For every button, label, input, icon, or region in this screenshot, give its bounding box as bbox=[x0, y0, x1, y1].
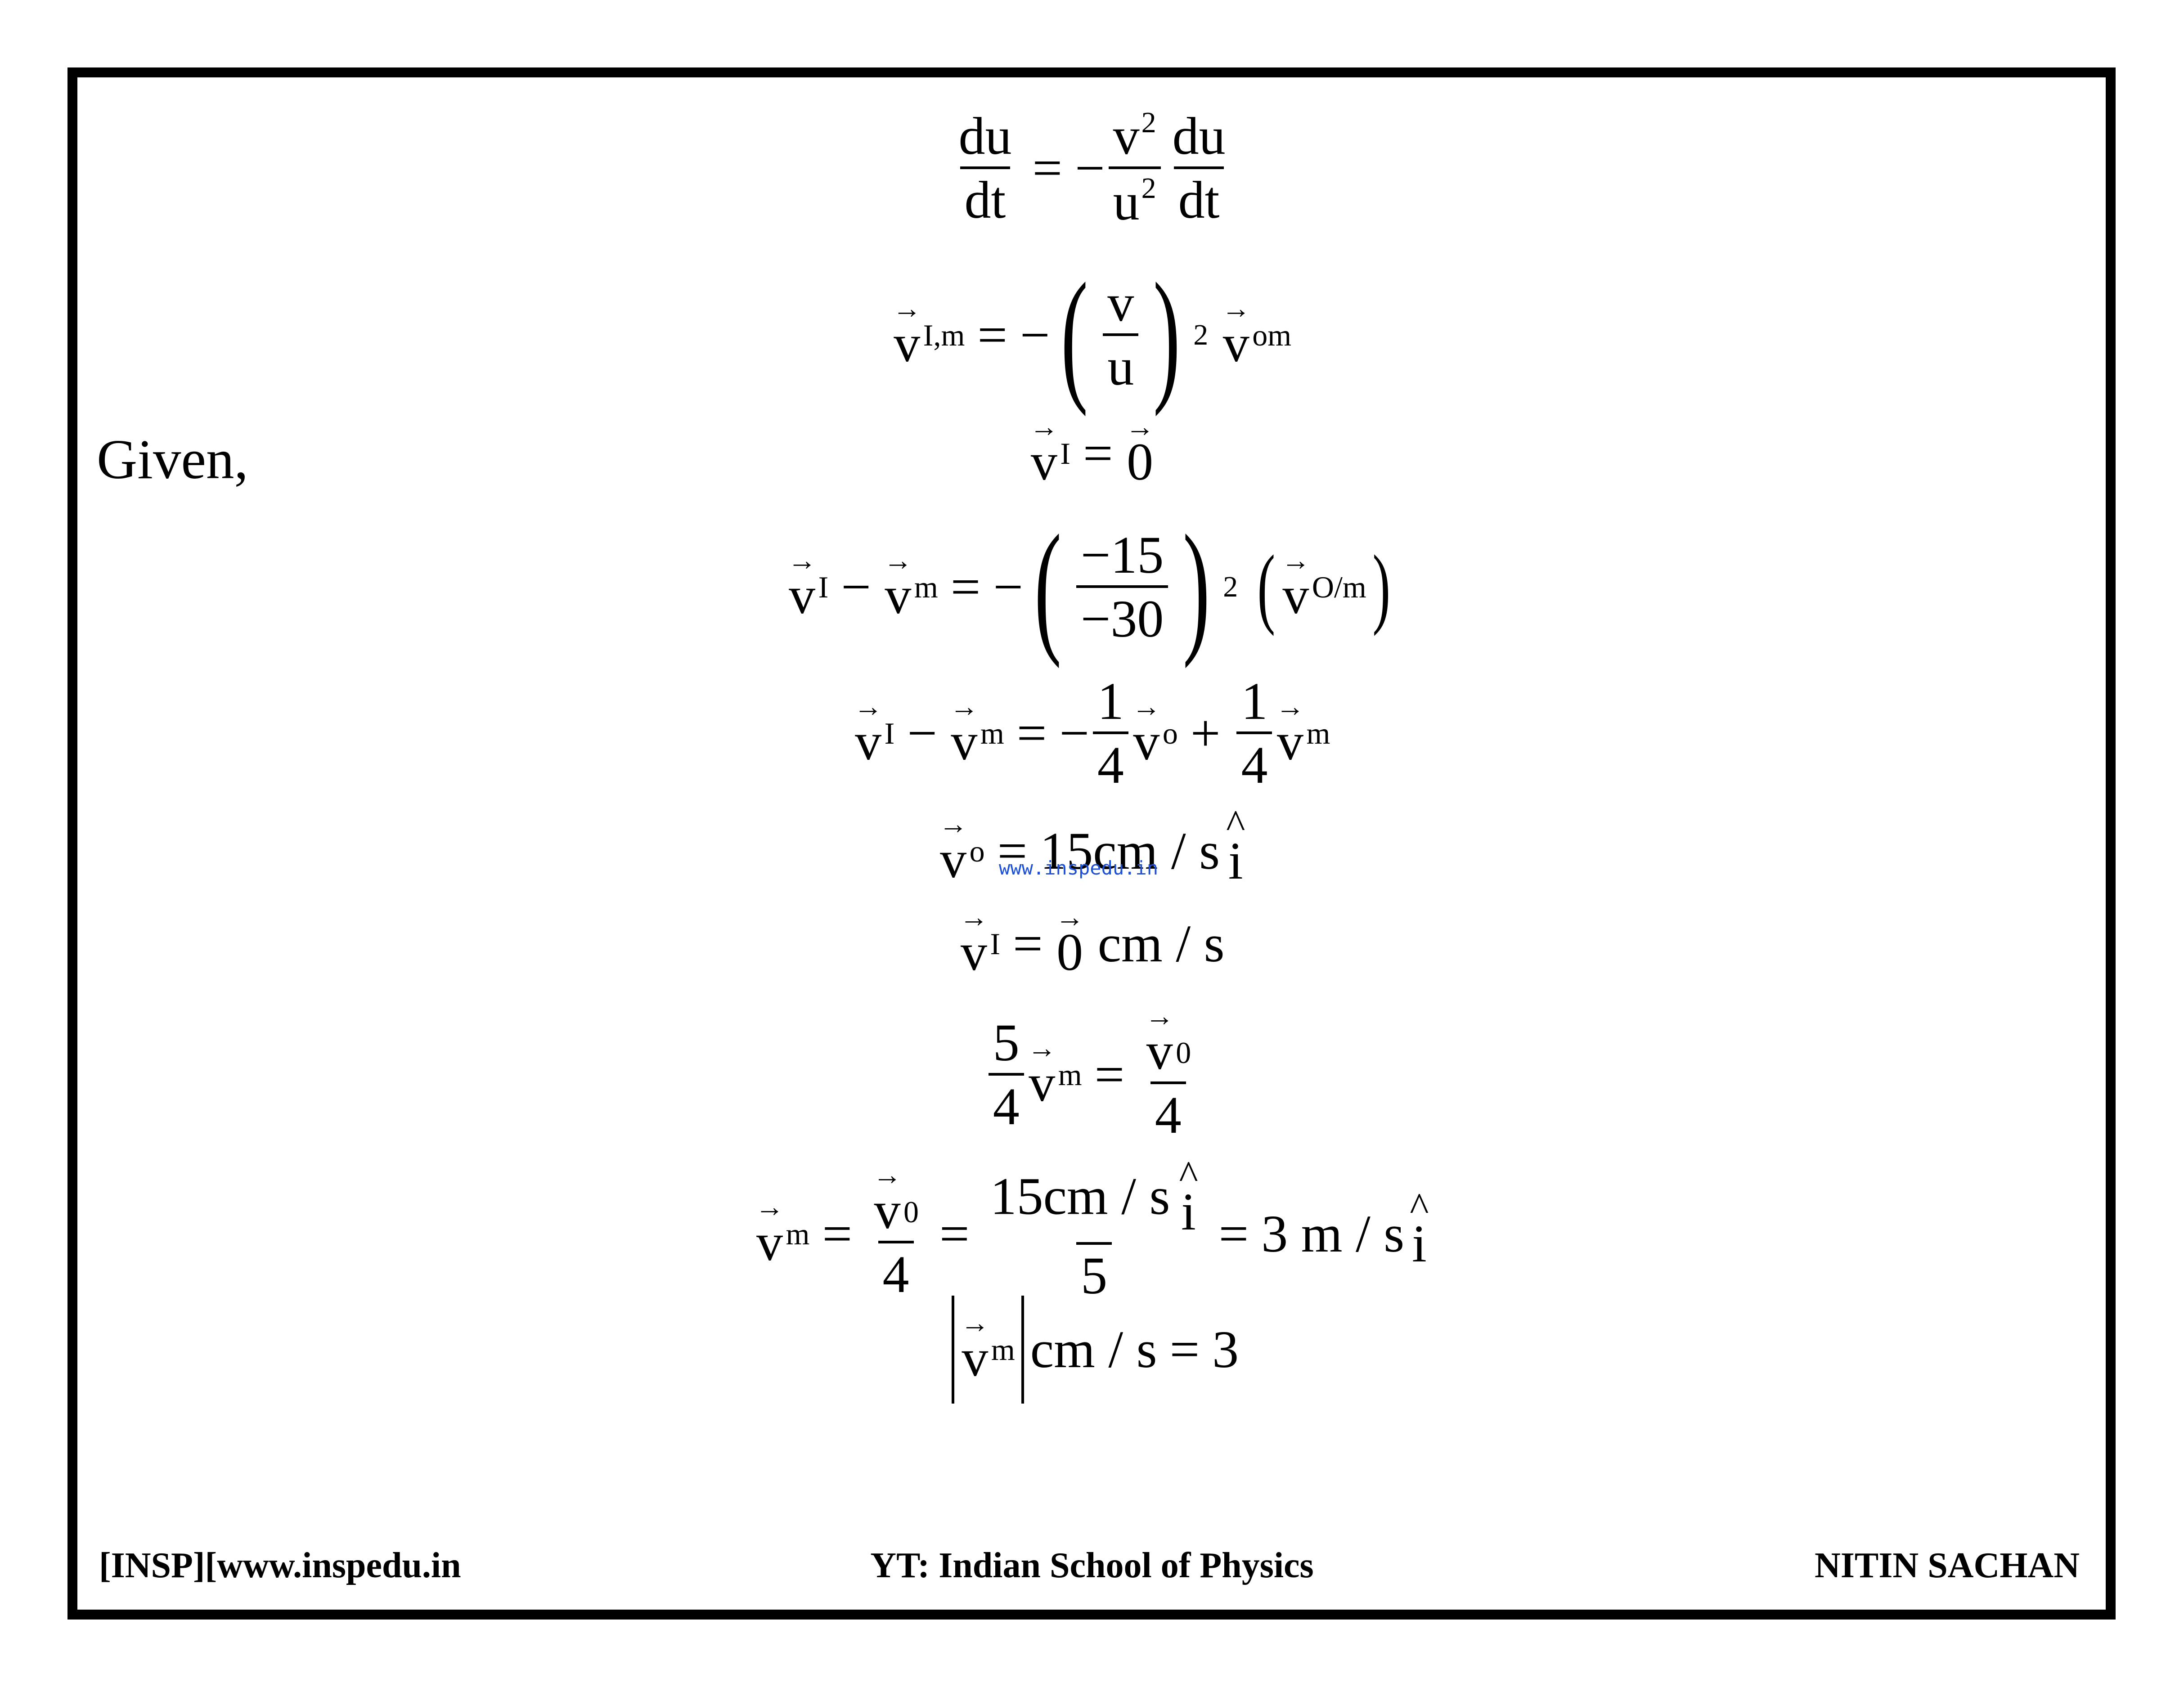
vector: →v bbox=[1276, 690, 1305, 772]
vector: →v bbox=[1029, 411, 1059, 492]
equation-4: →v I − →v m = − ( −15 −30 ) 2 ( →v O/m ) bbox=[787, 505, 1391, 669]
unit-vector-i: ^i bbox=[1226, 802, 1245, 890]
vector: →0 bbox=[1125, 411, 1155, 492]
vector: →0 bbox=[1055, 901, 1084, 982]
vector: →v bbox=[960, 1306, 989, 1388]
equation-6: →v o = 15cm / s ^i bbox=[939, 802, 1245, 890]
equation-10: →v m cm / s = 3 bbox=[0, 1296, 2184, 1404]
vector: →v bbox=[1281, 544, 1310, 625]
fraction: v u bbox=[1103, 277, 1139, 394]
footer-channel: YT: Indian School of Physics bbox=[870, 1546, 1314, 1585]
watermark: www.inspedu.in bbox=[999, 857, 1159, 879]
vector: →v bbox=[755, 1191, 784, 1272]
equation-7: →v I = →0 cm / s bbox=[959, 901, 1225, 982]
vector: →v bbox=[1222, 292, 1251, 373]
vector: →v bbox=[892, 292, 921, 373]
vector: →v bbox=[787, 544, 817, 625]
fraction: du dt bbox=[1172, 107, 1226, 229]
vector: →v bbox=[1027, 1032, 1056, 1113]
equation-1: du dt = − v2 u2 du dt bbox=[0, 108, 2184, 229]
equation-3: →v I = →0 bbox=[1029, 411, 1155, 492]
fraction: −15 −30 bbox=[1076, 529, 1168, 646]
vector: →v bbox=[939, 808, 968, 889]
vector: →v bbox=[949, 690, 979, 772]
footer-author: NITIN SACHAN bbox=[1815, 1546, 2080, 1585]
vector: →v bbox=[883, 544, 912, 625]
equation-5: →v I − →v m = − 1 4 →v o + 1 4 →v m bbox=[854, 672, 1330, 794]
slide-border bbox=[67, 67, 2116, 1620]
footer-website: [INSP][www.inspedu.in bbox=[99, 1546, 461, 1585]
given-label: Given, bbox=[97, 429, 248, 491]
fraction: v2 u2 bbox=[1108, 108, 1161, 229]
equation-2: →v I,m = − ( v u ) 2 →v om bbox=[892, 253, 1292, 417]
fraction: 5 4 bbox=[988, 1016, 1024, 1133]
vector: →v bbox=[1132, 690, 1161, 772]
unit-vector-i: ^i bbox=[1410, 1185, 1429, 1273]
fraction: du dt bbox=[958, 107, 1012, 229]
fraction: 15cm / s^i 5 bbox=[990, 1153, 1198, 1305]
fraction: 1 4 bbox=[1236, 675, 1272, 792]
vector: →v bbox=[959, 901, 989, 982]
fraction: 1 4 bbox=[1092, 675, 1128, 792]
vector: →v bbox=[854, 690, 883, 772]
